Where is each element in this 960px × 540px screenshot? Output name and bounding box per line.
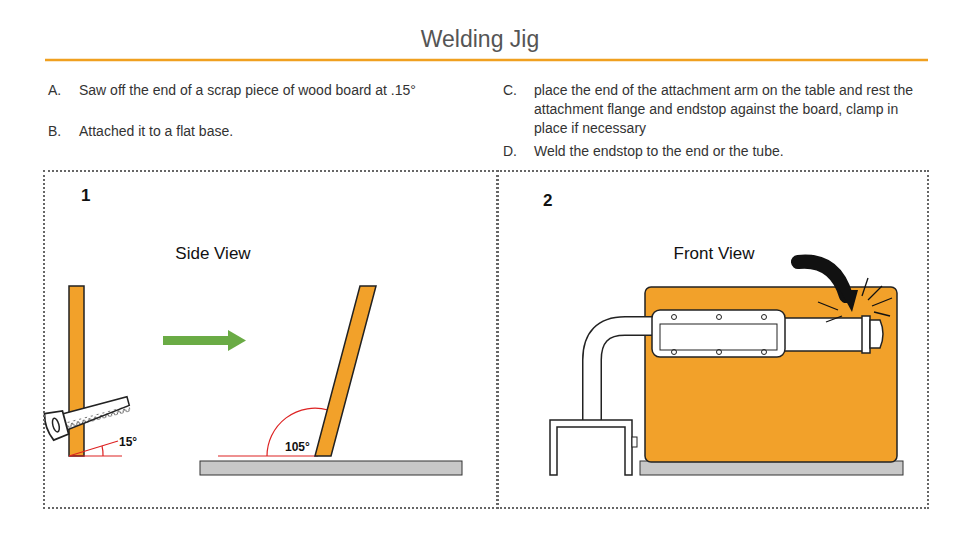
step-letter: A. (48, 81, 76, 100)
step-letter: B. (48, 122, 76, 141)
title: Welding Jig (0, 26, 960, 53)
instruction: Weld the endstop to the end or the tube. (534, 142, 934, 161)
instruction: Saw off the end of a scrap piece of wood… (79, 81, 464, 100)
saw-step (43, 286, 133, 456)
instruction: place the end of the attachment arm on t… (534, 81, 934, 138)
angle-label: 15° (119, 433, 159, 452)
title-rule (45, 59, 928, 62)
step-panel: 2Front View (497, 170, 929, 509)
view-title: Side View (175, 244, 250, 264)
instruction: Attached it to a flat base. (79, 122, 464, 141)
panel-number: 2 (543, 191, 552, 211)
view-title: Front View (674, 244, 755, 264)
step-letter: D. (503, 142, 531, 161)
weld-step (550, 262, 903, 475)
step-panel: 1Side View (43, 170, 498, 509)
green-arrow (163, 330, 246, 351)
step-letter: C. (503, 81, 531, 100)
panel-number: 1 (81, 186, 90, 206)
angle-label: 105° (285, 438, 325, 457)
angled-board-on-base (200, 286, 462, 475)
